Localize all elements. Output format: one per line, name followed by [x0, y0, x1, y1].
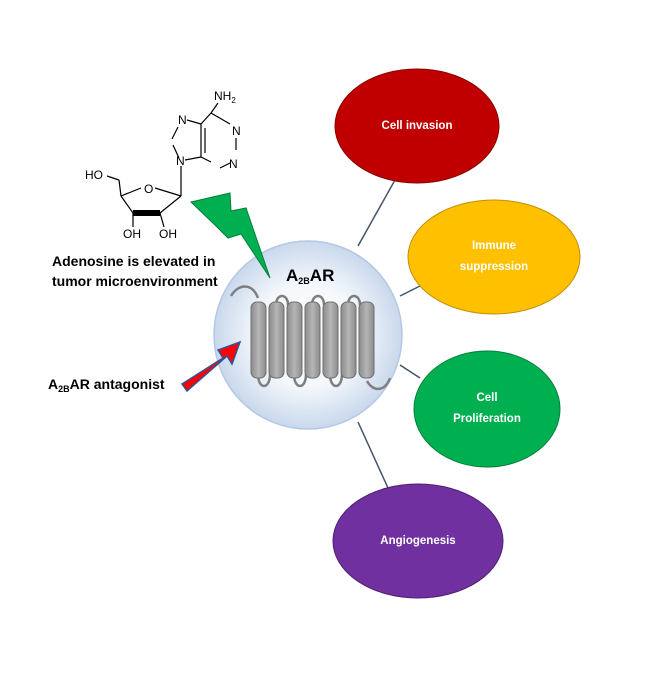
ring-oxygen-label: O	[144, 182, 154, 196]
cell-invasion-ellipse	[334, 68, 500, 184]
angiogenesis-text: Angiogenesis	[380, 534, 456, 547]
adenosine-caption-line2: tumor microenvironment	[52, 273, 218, 289]
angiogenesis-label: Angiogenesis	[333, 484, 503, 598]
nh2-label: NH2	[214, 89, 236, 105]
adenosine-caption: Adenosine is elevated in tumor microenvi…	[52, 251, 218, 291]
cell-proliferation-label: Cell Proliferation	[414, 351, 560, 467]
connector-angiogenesis	[357, 421, 389, 489]
oh-left-label: OH	[123, 227, 141, 241]
helix-3	[286, 301, 303, 379]
cell-proliferation-line1: Cell	[476, 392, 498, 404]
lightning-bolt-icon	[189, 192, 271, 279]
atom-n7-label: N	[178, 113, 187, 127]
cell-invasion-label: Cell invasion	[335, 69, 499, 183]
immune-suppression-label: Immune suppression	[408, 200, 580, 314]
immune-suppression-line1: Immune	[471, 240, 517, 252]
connector-immune-suppression	[399, 285, 421, 297]
ribose-wedge-bond	[133, 210, 160, 216]
connector-lines	[357, 179, 421, 489]
antagonist-label: A2BAR antagonist	[48, 376, 165, 394]
helix-4	[304, 301, 321, 379]
n-terminus-loop	[229, 285, 260, 299]
connector-cell-proliferation	[399, 364, 421, 379]
helix-1	[250, 301, 267, 379]
helix-5	[322, 301, 339, 379]
cell-invasion-text: Cell invasion	[381, 119, 453, 132]
immune-suppression-ellipse	[407, 199, 581, 315]
a2bar-receptor-icon	[229, 285, 392, 391]
antagonist-arrow-icon	[180, 340, 242, 393]
ho-label: HO	[85, 168, 103, 182]
cell-proliferation-line2: Proliferation	[453, 413, 521, 425]
transmembrane-helices	[250, 301, 375, 379]
atom-n1-label: N	[232, 124, 241, 138]
helix-6	[340, 301, 357, 379]
receptor-title: A2BAR	[286, 266, 335, 286]
immune-suppression-line2: suppression	[459, 261, 529, 273]
c-terminus-loop	[365, 377, 392, 391]
cell-proliferation-ellipse	[413, 350, 561, 468]
helix-2	[268, 301, 285, 379]
angiogenesis-ellipse	[332, 483, 504, 599]
oh-right-label: OH	[159, 227, 177, 241]
atom-n9-label: N	[176, 154, 185, 168]
adenosine-caption-line1: Adenosine is elevated in	[52, 253, 216, 269]
helix-7	[358, 301, 375, 379]
atom-n3-label: N	[229, 157, 238, 171]
connector-cell-invasion	[357, 179, 396, 247]
